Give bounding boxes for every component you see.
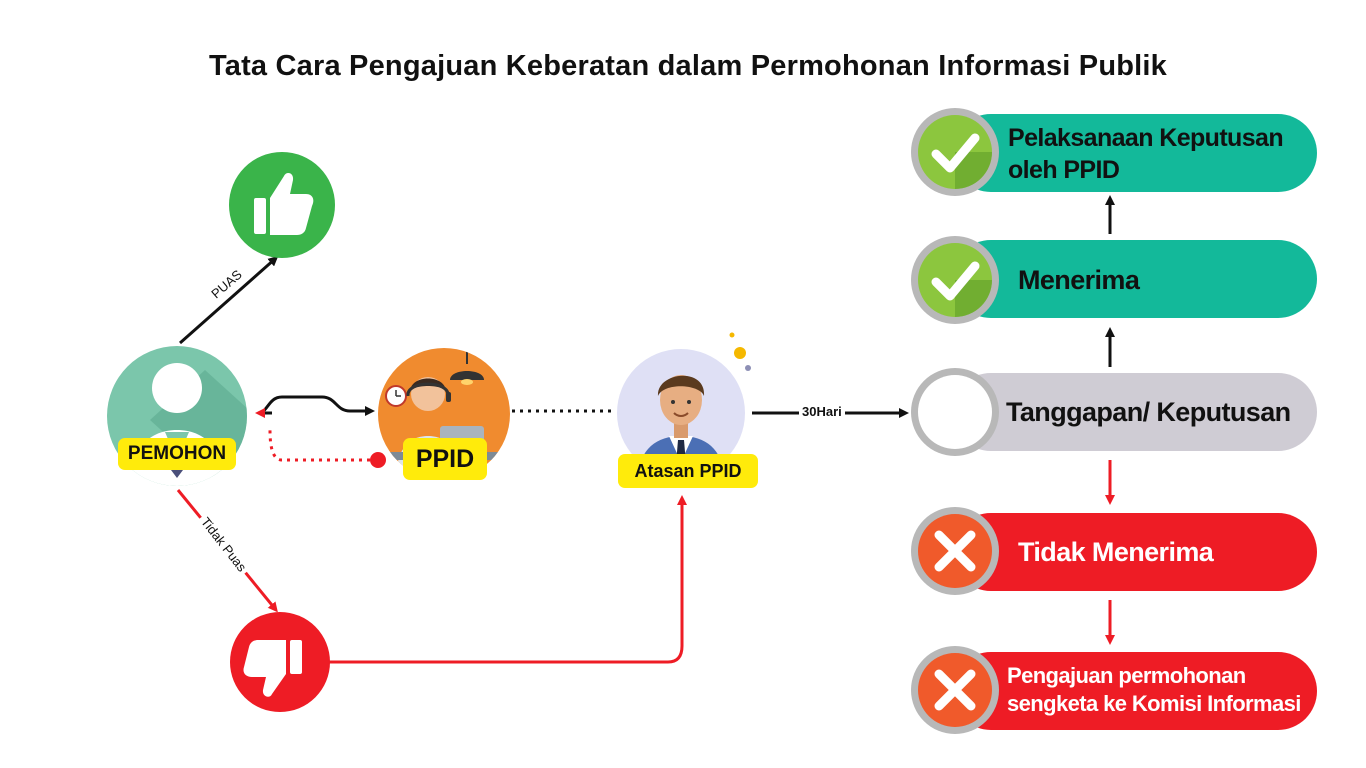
thumbs-up-icon <box>229 152 335 258</box>
pill-pelaksanaan <box>952 114 1317 192</box>
text-tidak-menerima: Tidak Menerima <box>1018 537 1214 567</box>
pill-tidak-menerima <box>952 513 1317 591</box>
badge-atasan: Atasan PPID <box>618 454 758 488</box>
text-sengketa-line1: Pengajuan permohonan <box>1007 663 1246 688</box>
text-tanggapan: Tanggapan/ Keputusan <box>1006 397 1291 427</box>
x-icon-sengketa <box>911 646 999 734</box>
badge-ppid: PPID <box>403 438 487 480</box>
page-title: Tata Cara Pengajuan Keberatan dalam Perm… <box>208 50 1168 82</box>
pill-menerima <box>952 240 1317 318</box>
edge-puas <box>179 256 279 345</box>
badge-pemohon: PEMOHON <box>118 438 236 470</box>
thumbs-down-icon <box>230 612 330 712</box>
text-pelaksanaan-line1: Pelaksanaan Keputusan <box>1008 124 1284 152</box>
text-sengketa-line2: sengketa ke Komisi Informasi <box>1007 691 1301 716</box>
x-icon-tidak-menerima <box>911 507 999 595</box>
edge-down-atasan <box>328 495 687 664</box>
check-icon-pelaksanaan <box>911 108 999 196</box>
text-pelaksanaan-line2: oleh PPID <box>1008 156 1120 184</box>
edge-pemohon-ppid <box>257 395 375 416</box>
pemohon-avatar <box>107 346 247 486</box>
check-icon-menerima <box>911 236 999 324</box>
pill-tanggapan <box>952 373 1317 451</box>
empty-circle-icon-tanggapan <box>911 368 999 456</box>
text-menerima: Menerima <box>1018 265 1140 295</box>
pill-sengketa <box>952 652 1317 730</box>
label-30hari: 30Hari <box>799 404 845 419</box>
edge-dot-start <box>370 452 386 468</box>
edge-ppid-pemohon-dotted <box>268 429 378 462</box>
